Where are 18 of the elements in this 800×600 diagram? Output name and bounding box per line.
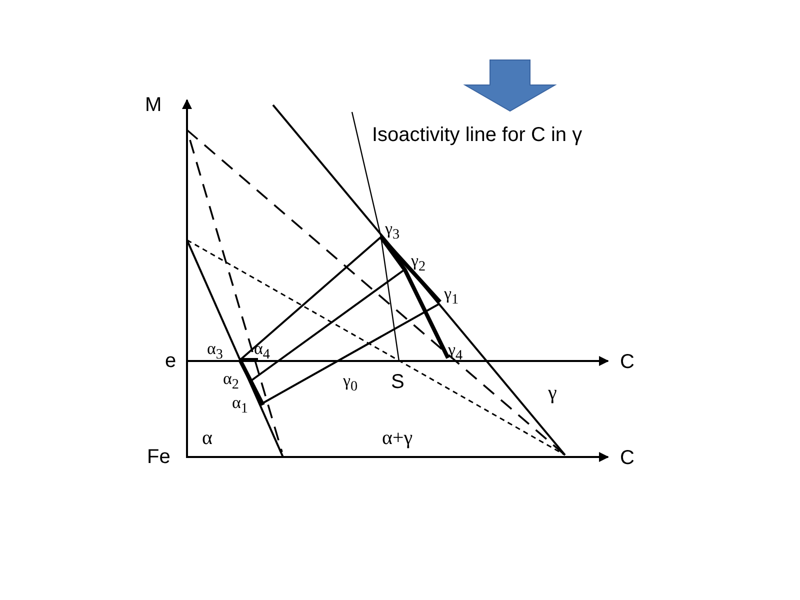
axis-label: M [145, 95, 162, 115]
annotation-text: Isoactivity line for C in γ [372, 125, 582, 145]
point-label: α$_{4}$ [254, 340, 270, 362]
point-label: S [391, 372, 404, 392]
axis-label: C [620, 352, 634, 372]
point-label: α$_{2}$ [223, 370, 239, 392]
axis-label: C [620, 448, 634, 468]
point-label: γ$_{1}$ [444, 285, 459, 307]
point-label: α$_{1}$ [232, 394, 248, 416]
axis-label: e [165, 351, 176, 371]
region-label: α+γ [382, 428, 413, 448]
region-label: α [202, 428, 212, 448]
region-label: γ [548, 383, 557, 403]
point-label: γ$_{0}$ [343, 372, 358, 394]
point-label: α$_{3}$ [207, 340, 223, 362]
point-label: γ$_{2}$ [411, 252, 426, 274]
axis-label: Fe [147, 447, 170, 467]
point-label: γ$_{3}$ [385, 220, 400, 242]
